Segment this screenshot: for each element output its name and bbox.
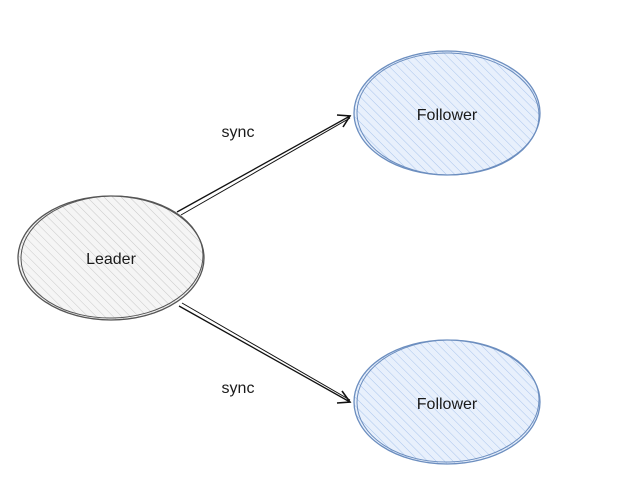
edge-bottom-line (178, 305, 351, 403)
follower-bottom-outline-sketch (356, 339, 540, 463)
edge-bottom-line-sketch (181, 302, 351, 401)
follower-bottom-label: Follower (417, 396, 478, 413)
leader-node[interactable]: Leader (17, 194, 205, 321)
edge-top-arrowhead (336, 114, 352, 128)
edge-top-line-sketch (180, 117, 351, 216)
leader-outline-sketch (20, 195, 204, 319)
follower-top-shape-hatch (354, 51, 540, 175)
follower-top-node[interactable]: Follower (353, 50, 541, 178)
leader-label: Leader (86, 251, 136, 268)
edge-top-label: sync (222, 124, 255, 141)
follower-top-label: Follower (417, 107, 478, 124)
edge-leader-to-follower-top[interactable]: sync (176, 114, 352, 216)
edge-bottom-label: sync (222, 380, 255, 397)
edge-leader-to-follower-bottom[interactable]: sync (178, 302, 352, 404)
leader-shape-hatch (18, 196, 204, 320)
follower-bottom-shape-hatch (354, 340, 540, 464)
edge-bottom-arrowhead (336, 390, 352, 404)
edge-top-line (176, 115, 351, 213)
follower-top-outline-sketch (356, 52, 540, 176)
follower-bottom-node[interactable]: Follower (353, 338, 541, 465)
